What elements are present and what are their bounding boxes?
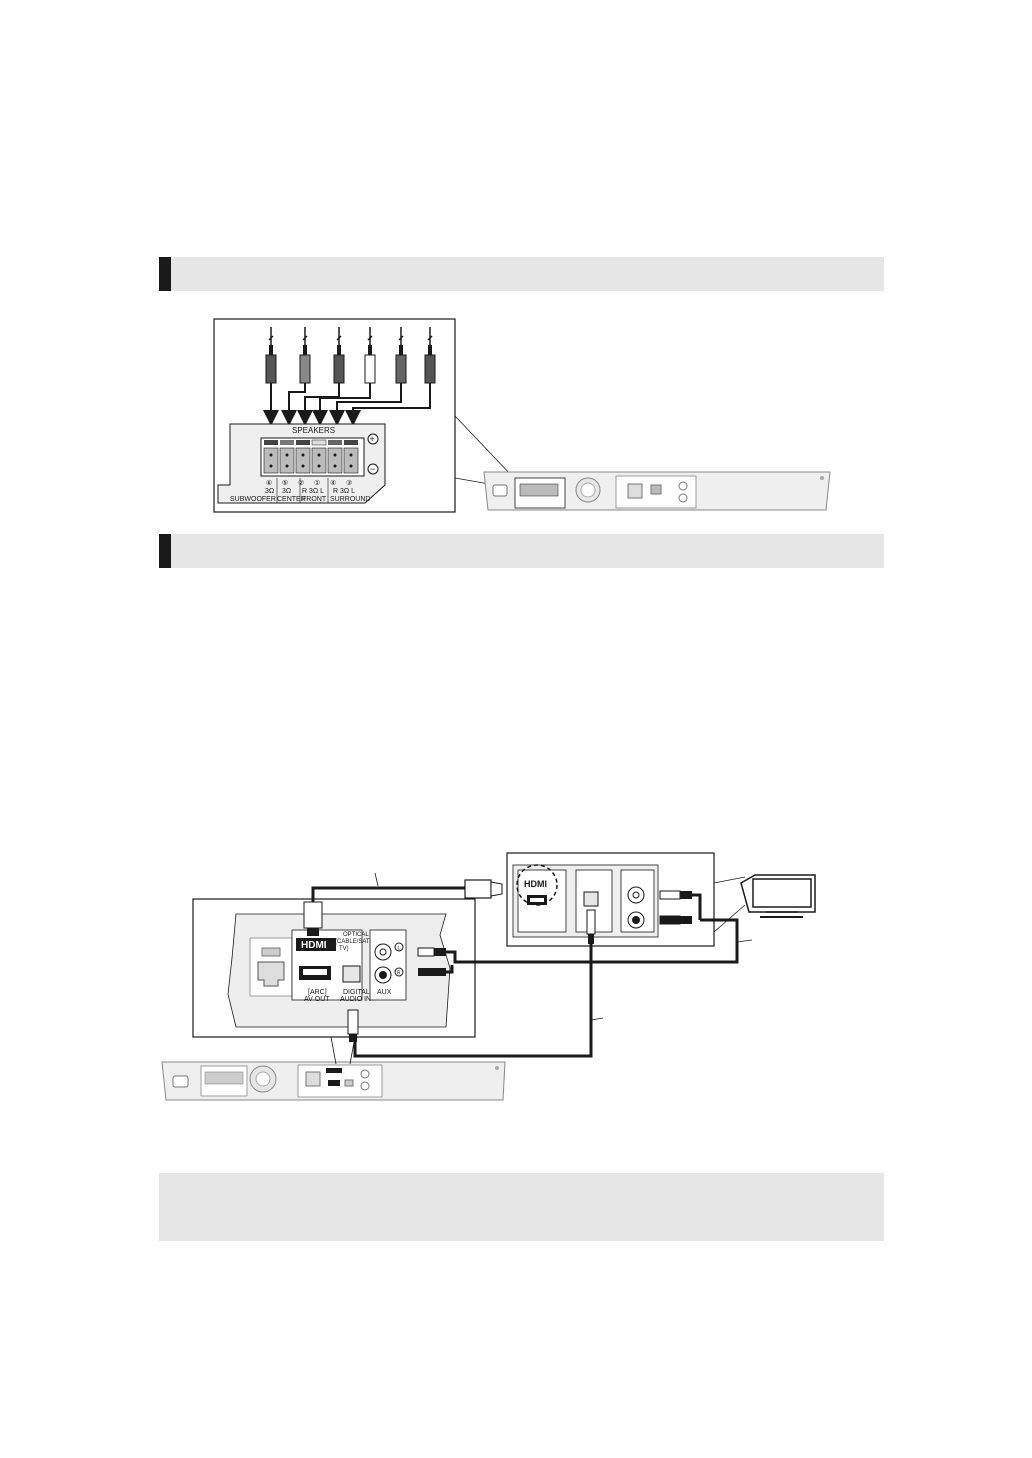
plus-text: + xyxy=(370,434,375,444)
aux-l-text: L xyxy=(398,946,401,952)
optical-label: TV) xyxy=(339,946,349,952)
channel-impedance: 3Ω xyxy=(265,488,274,495)
channel-num: ④ xyxy=(330,479,336,487)
lan-port xyxy=(257,961,285,987)
unit-rear-view-large xyxy=(161,1061,506,1101)
channel-num: ② xyxy=(298,479,304,487)
note-box xyxy=(159,1173,884,1241)
aux-r-mark xyxy=(394,967,404,977)
unit-zoom-pointer xyxy=(330,1036,337,1065)
channel-name-center: CENTER xyxy=(277,496,306,503)
tv-hdmi-port-slot xyxy=(530,898,544,902)
tv-optical-port xyxy=(583,891,599,907)
optical-in-port xyxy=(342,965,361,983)
tv-zoom-pointer xyxy=(713,876,746,884)
channel-name-subwoofer: SUBWOOFER xyxy=(230,496,276,503)
aux-label: AUX xyxy=(377,989,392,996)
hdmi-cable-plug-tv xyxy=(464,879,503,899)
usb-port xyxy=(261,947,281,957)
channel-num: ③ xyxy=(346,479,352,487)
channel-num: ① xyxy=(314,479,320,487)
plus-symbol xyxy=(367,433,379,445)
unit-rear-view-small xyxy=(483,471,831,511)
channel-num: ⑥ xyxy=(266,479,272,487)
channel-name-front: FRONT xyxy=(302,496,327,503)
tv-audio-plugs xyxy=(659,890,692,925)
tv-hdmi-logo: HDMI xyxy=(524,879,547,889)
hdmi-label-av-out: AV OUT xyxy=(304,996,330,1003)
unit-optical-plug xyxy=(347,1009,359,1042)
aux-l-mark xyxy=(394,942,404,952)
section-header-speakers xyxy=(159,257,884,291)
unit-zoom-pointer xyxy=(349,1036,356,1065)
minus-text: − xyxy=(370,464,375,474)
hdmi-logo: HDMI xyxy=(301,940,327,951)
terminal-slots xyxy=(263,439,359,474)
minus-symbol xyxy=(367,463,379,475)
section-header-tv xyxy=(159,534,884,568)
channel-num: ⑤ xyxy=(282,479,288,487)
digital-audio-label: AUDIO IN xyxy=(340,996,371,1003)
aux-section xyxy=(369,929,407,1001)
channel-labels: ⑥ ⑤ ② ① ④ ③ 3Ω 3Ω R 3Ω L R 3Ω L SUBWOOFE… xyxy=(230,479,370,503)
channel-impedance: 3Ω xyxy=(282,488,291,495)
aux-r-text: R xyxy=(397,971,401,977)
connection-cables xyxy=(311,886,739,1058)
digital-audio-label: DIGITAL xyxy=(343,989,370,996)
callout-lines xyxy=(374,872,753,1021)
hdmi-logo-bg xyxy=(296,938,336,951)
optical-label: (CABLE/SAT/ xyxy=(335,939,372,945)
speakers-title: SPEAKERS xyxy=(292,426,335,435)
optical-label: OPTICAL xyxy=(343,932,369,938)
unit-aux-plugs xyxy=(417,947,446,976)
speaker-wire-routes xyxy=(263,383,431,426)
section-marker xyxy=(159,534,171,568)
channel-dividers xyxy=(276,478,329,503)
channel-name-surround: SURROUND xyxy=(330,496,370,503)
hdmi-label-arc: [ARC] xyxy=(308,989,327,996)
section-marker xyxy=(159,257,171,291)
channel-impedance: R 3Ω L xyxy=(333,488,355,495)
tv-optical-plug xyxy=(586,909,596,944)
tv-icon xyxy=(740,874,816,918)
channel-impedance: R 3Ω L xyxy=(302,488,324,495)
